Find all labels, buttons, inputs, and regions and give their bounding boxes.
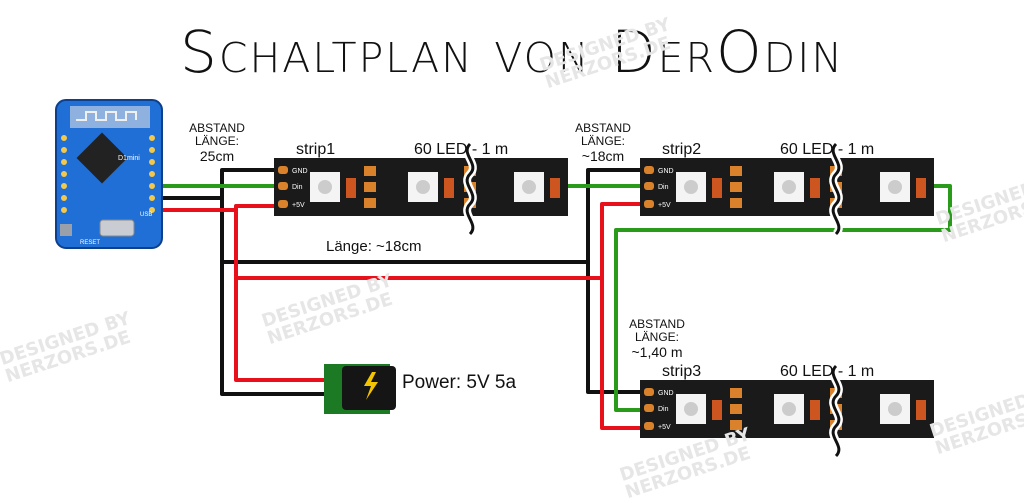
diagram-title: Schaltplan von DerOdin xyxy=(180,18,844,86)
led-lens xyxy=(416,180,430,194)
resistor xyxy=(712,178,722,198)
led-lens xyxy=(684,402,698,416)
led-strips: GND Din +5V strip1 60 LED - 1 m GND Din +5V stri… xyxy=(274,141,934,459)
led-strip-2: GND Din +5V strip2 60 LED - 1 m xyxy=(640,141,934,237)
pad-label: +5V xyxy=(658,202,671,209)
pad-label: Din xyxy=(658,406,669,413)
distance-1-word: ABSTAND xyxy=(189,121,245,135)
distance-label-2: ABSTAND LÄNGE: ~18cm xyxy=(568,121,638,165)
led-lens xyxy=(888,180,902,194)
copper-pad xyxy=(730,388,742,398)
input-pad xyxy=(278,182,288,190)
input-pad xyxy=(644,388,654,396)
copper-pad xyxy=(364,166,376,176)
resistor xyxy=(810,400,820,420)
distance-1-length-word: LÄNGE: xyxy=(194,134,239,148)
strip-led-count: 60 LED - 1 m xyxy=(414,141,508,158)
copper-pad xyxy=(730,404,742,414)
lightning-icon xyxy=(364,372,378,400)
distance-3-word: ABSTAND xyxy=(629,317,685,331)
copper-pad xyxy=(730,420,742,430)
distance-2-value: ~18cm xyxy=(581,148,625,164)
power-label: Power: 5V 5a xyxy=(402,372,517,393)
resistor xyxy=(916,178,926,198)
resistor xyxy=(712,400,722,420)
resistor xyxy=(810,178,820,198)
input-pad xyxy=(278,166,288,174)
strip-name: strip3 xyxy=(662,363,701,380)
led-lens xyxy=(782,180,796,194)
led-lens xyxy=(888,402,902,416)
data-wires xyxy=(160,184,952,412)
power-wires xyxy=(160,202,645,430)
pad-label: GND xyxy=(292,168,308,175)
strip-led-count: 60 LED - 1 m xyxy=(780,141,874,158)
distance-label-3: ABSTAND LÄNGE: ~1,40 m xyxy=(618,317,696,361)
pad-label: +5V xyxy=(292,202,305,209)
pad-label: GND xyxy=(658,168,674,175)
input-pad xyxy=(644,404,654,412)
power-jack xyxy=(324,364,396,414)
pad-label: Din xyxy=(292,184,303,191)
distance-label-1: ABSTAND LÄNGE: 25cm xyxy=(186,121,248,165)
board-usb-label: USB xyxy=(140,212,152,218)
board-pin-holes xyxy=(61,135,155,213)
strip-break-line xyxy=(465,142,475,236)
led-lens xyxy=(318,180,332,194)
wire-length-label: Länge: ~18cm xyxy=(326,238,422,255)
distance-2-length-word: LÄNGE: xyxy=(580,134,625,148)
led-lens xyxy=(522,180,536,194)
strip-led-count: 60 LED - 1 m xyxy=(780,363,874,380)
input-pad xyxy=(644,422,654,430)
distance-3-length-word: LÄNGE: xyxy=(634,330,679,344)
copper-pad xyxy=(364,182,376,192)
copper-pad xyxy=(730,166,742,176)
copper-pad xyxy=(364,198,376,208)
resistor xyxy=(916,400,926,420)
distance-3-value: ~1,40 m xyxy=(631,344,683,360)
resistor xyxy=(346,178,356,198)
pad-label: +5V xyxy=(658,424,671,431)
copper-pad xyxy=(730,182,742,192)
resistor xyxy=(550,178,560,198)
pad-label: GND xyxy=(658,390,674,397)
resistor xyxy=(444,178,454,198)
strip-break-line xyxy=(831,142,841,236)
led-lens xyxy=(684,180,698,194)
strip-name: strip2 xyxy=(662,141,701,158)
d1-mini-board: D1mini RESET USB xyxy=(55,99,163,249)
input-pad xyxy=(644,166,654,174)
input-pad xyxy=(278,200,288,208)
input-pad xyxy=(644,182,654,190)
distance-2-word: ABSTAND xyxy=(575,121,631,135)
strip-name: strip1 xyxy=(296,141,335,158)
board-reset-label: RESET xyxy=(80,240,100,246)
led-lens xyxy=(782,402,796,416)
strip-break-line xyxy=(831,364,841,458)
distance-1-value: 25cm xyxy=(199,148,235,164)
input-pad xyxy=(644,200,654,208)
pad-label: Din xyxy=(658,184,669,191)
led-strip-3: GND Din +5V strip3 60 LED - 1 m xyxy=(640,363,934,459)
led-strip-1: GND Din +5V strip1 60 LED - 1 m xyxy=(274,141,568,237)
board-name: D1mini xyxy=(118,155,140,162)
copper-pad xyxy=(730,198,742,208)
